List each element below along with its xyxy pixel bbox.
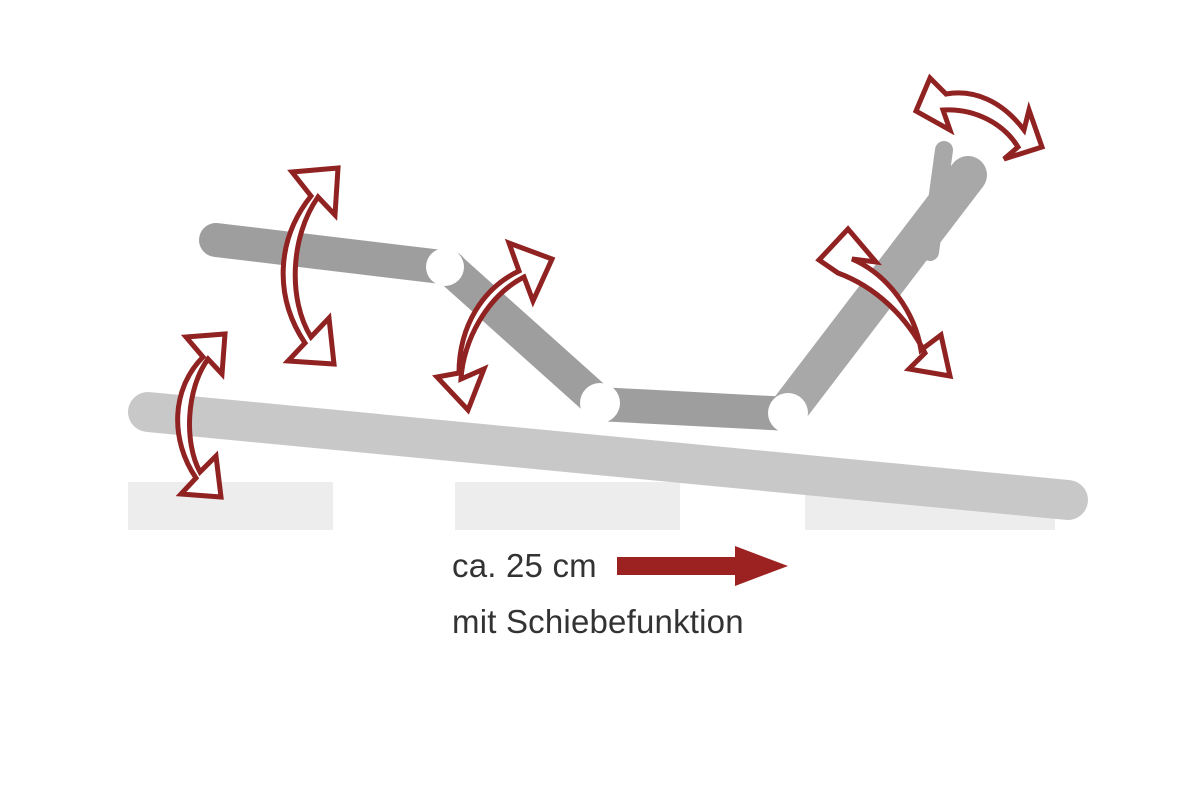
- back-rest-upper-bar: [199, 223, 467, 285]
- caption-row-function: mit Schiebefunktion: [452, 599, 972, 645]
- measure-label: ca. 25 cm: [452, 547, 597, 584]
- joint-seat-right-icon: [768, 393, 808, 433]
- arrow-head-rest-icon: [912, 73, 1046, 162]
- joint-back-icon: [426, 248, 464, 286]
- arrow-back-rest-icon: [280, 165, 341, 367]
- motion-arrows-group: [175, 73, 1046, 500]
- arrow-base-tilt-icon: [175, 331, 228, 500]
- seat-middle-bar: [597, 387, 791, 431]
- caption-block: ca. 25 cm mit Schiebefunktion: [452, 543, 972, 645]
- foot-block-middle: [455, 482, 680, 530]
- foot-block-left: [128, 482, 333, 530]
- caption-row-measure: ca. 25 cm: [452, 543, 972, 589]
- base-frame-bar-shape: [128, 392, 1088, 520]
- joints-group: [426, 248, 808, 433]
- function-label: mit Schiebefunktion: [452, 603, 744, 640]
- mechanism-bars-group: [199, 141, 987, 431]
- arrow-leg-rest-icon: [815, 225, 954, 380]
- base-frame-bar: [128, 392, 1088, 520]
- back-rest-lower-bar: [435, 253, 613, 417]
- arrow-middle-joint-icon: [432, 238, 556, 415]
- slide-direction-arrow-icon: [616, 546, 788, 586]
- joint-seat-left-icon: [580, 383, 620, 423]
